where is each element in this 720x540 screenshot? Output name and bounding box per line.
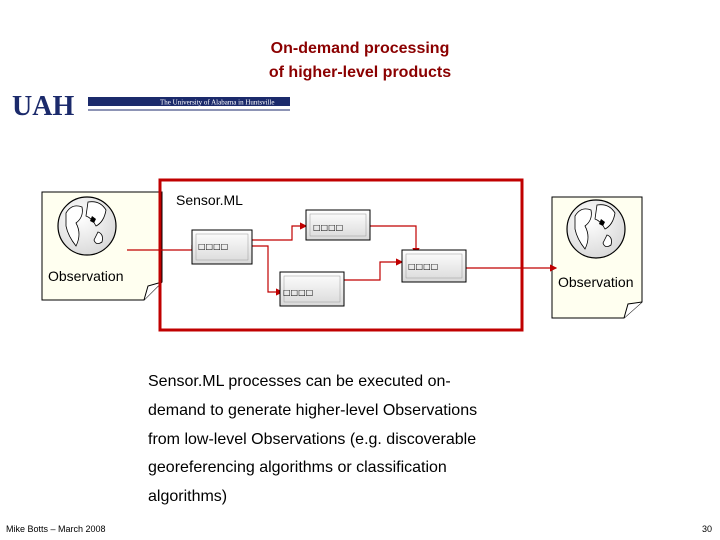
process-label-3: □□□□ bbox=[408, 262, 438, 271]
footer-author: Mike Botts – March 2008 bbox=[6, 524, 106, 534]
process-box-2: □□□□ bbox=[305, 209, 371, 241]
left-observation-label: Observation bbox=[48, 268, 124, 284]
globe-icon bbox=[57, 196, 117, 256]
globe-icon bbox=[566, 199, 626, 259]
uah-logo: UAH The University of Alabama in Huntsvi… bbox=[10, 90, 295, 125]
left-observation-doc bbox=[41, 191, 163, 301]
logo-banner-text: The University of Alabama in Huntsville bbox=[160, 99, 275, 107]
caption-line-2: demand to generate higher-level Observat… bbox=[148, 402, 478, 419]
sensorml-container bbox=[158, 178, 524, 332]
process-label-4: □□□□ bbox=[283, 288, 313, 297]
slide-title-line-2: of higher-level products bbox=[268, 64, 452, 81]
process-label-2: □□□□ bbox=[313, 223, 343, 232]
slide-title-line-1: On-demand processing bbox=[270, 40, 450, 57]
right-observation-doc bbox=[551, 196, 643, 319]
process-connectors bbox=[127, 222, 558, 296]
logo-banner bbox=[88, 97, 290, 106]
right-observation-label: Observation bbox=[558, 274, 634, 290]
caption-line-5: algorithms) bbox=[148, 488, 228, 505]
sensorml-label: Sensor.ML bbox=[176, 192, 243, 208]
page-number: 30 bbox=[701, 524, 712, 534]
process-box-3: □□□□ bbox=[401, 249, 467, 283]
process-box-4: □□□□ bbox=[279, 271, 345, 307]
process-box-1: □□□□ bbox=[191, 229, 253, 265]
caption-line-4: georeferencing algorithms or classificat… bbox=[148, 459, 447, 476]
caption-line-1: Sensor.ML processes can be executed on- bbox=[148, 373, 451, 390]
caption-line-3: from low-level Observations (e.g. discov… bbox=[148, 431, 477, 448]
logo-letters: UAH bbox=[12, 91, 74, 120]
process-label-1: □□□□ bbox=[198, 242, 228, 251]
